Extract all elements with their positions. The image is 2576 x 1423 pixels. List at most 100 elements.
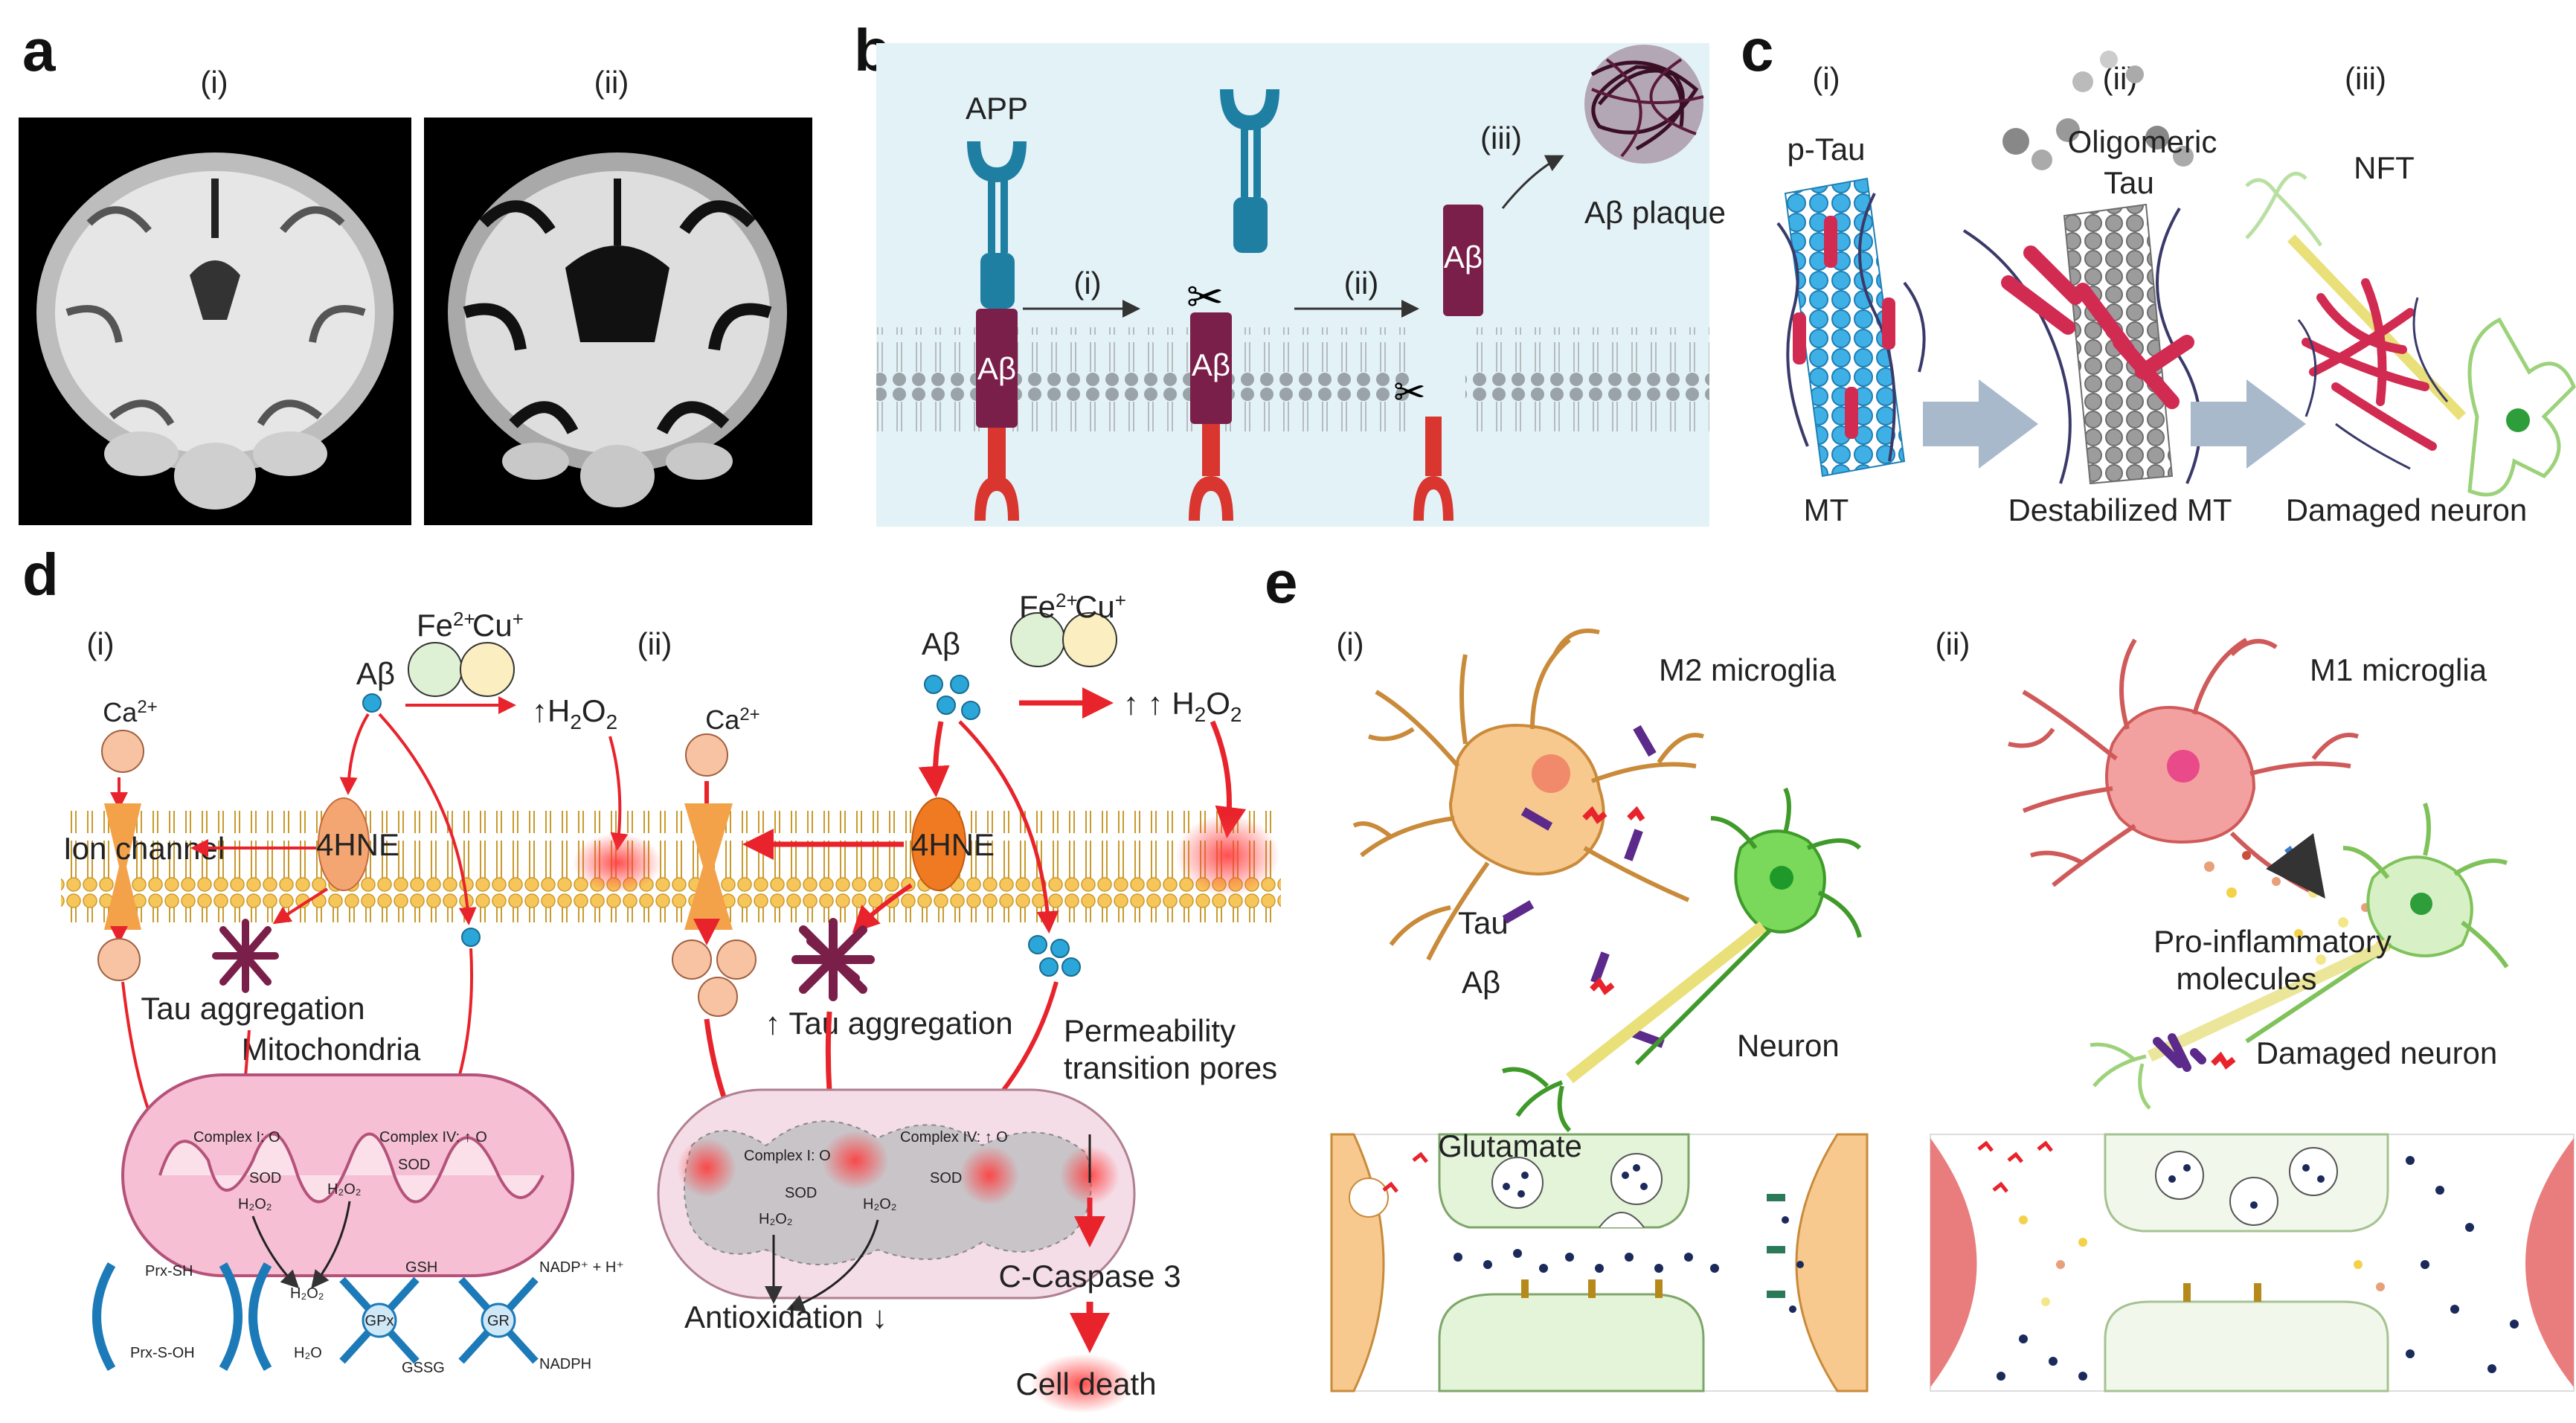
prxsh-label: Prx-SH (145, 1263, 193, 1279)
panel-d: d (i) (ii) Aβ Fe2+ Cu+ ↑H2O2 Ca2+ Ion ch… (22, 542, 1281, 1413)
hne-2 (911, 797, 966, 891)
step2-label: (ii) (1344, 266, 1379, 301)
permeability-label-2: transition pores (1064, 1050, 1277, 1085)
fe-ion (408, 642, 463, 697)
progression-arrow-2 (2191, 379, 2306, 469)
synapse-damaged (1930, 1133, 2575, 1393)
panel-c-letter: c (1741, 17, 1774, 83)
m1-microglia (2008, 637, 2359, 895)
prxsoh-label: Prx-S-OH (130, 1345, 195, 1361)
h2o-label: H₂O (294, 1345, 322, 1361)
hne-label-2: 4HNE (911, 827, 995, 862)
nadph-label: NADPH (539, 1356, 591, 1372)
tau-aggregate-2 (791, 918, 875, 1001)
mri-brain-atrophy (424, 118, 812, 525)
cu-label: Cu+ (472, 608, 524, 643)
caspase-label: C-Caspase 3 (998, 1259, 1181, 1294)
cell-membrane (61, 811, 1281, 922)
h2o2-mito-1: H₂O₂ (238, 1196, 272, 1212)
mitochondrion-healthy (121, 1073, 574, 1277)
aicd-fragment (1413, 417, 1454, 521)
cell-death-label: Cell death (1015, 1366, 1156, 1401)
microtubule-destabilized (1962, 203, 2202, 485)
h2o2-mito-4: H₂O₂ (863, 1196, 897, 1212)
abeta-label-3: Aβ (1444, 240, 1483, 274)
damaged-neuron-e (2090, 803, 2509, 1110)
step1-label: (i) (1073, 266, 1101, 301)
m2-microglia (1352, 629, 1704, 961)
panel-d-letter: d (22, 542, 59, 608)
gsh-label: GSH (405, 1259, 437, 1276)
panel-a-letter: a (22, 17, 56, 83)
oligomer-cloud (2002, 51, 2194, 170)
antioxidation-label: Antioxidation ↓ (684, 1300, 887, 1334)
synapse-healthy (1330, 1133, 1869, 1393)
h2o2-mito-3: H₂O₂ (759, 1211, 793, 1227)
cu-ion (460, 642, 515, 697)
panel-e-letter: e (1265, 549, 1298, 615)
panel-e-sub1: (i) (1336, 626, 1364, 661)
glutamate-label: Glutamate (1438, 1128, 1582, 1163)
mri-brain-normal (19, 118, 411, 525)
abeta-label-2: Aβ (1192, 347, 1230, 382)
abeta-label-d2: Aβ (922, 626, 960, 661)
inflammation-arrow (2266, 833, 2325, 899)
permeability-label-1: Permeability (1064, 1013, 1236, 1048)
h2o2-mito-2: H₂O₂ (327, 1181, 362, 1198)
app-label: APP (966, 91, 1028, 126)
neuron (1502, 787, 1862, 1133)
damaged-neuron-nft (2245, 171, 2576, 497)
oligomeric-label-1: Oligomeric (2068, 124, 2217, 159)
gssg-label: GSSG (402, 1360, 445, 1376)
ptau-label: p-Tau (1787, 132, 1865, 167)
panel-c-sub3: (iii) (2345, 61, 2386, 96)
oligomeric-label-2: Tau (2104, 165, 2154, 200)
panel-c: c (i) (ii) (iii) p-Tau MT (1741, 17, 2576, 527)
m2-label: M2 microglia (1659, 652, 1837, 687)
panel-e-sub2: (ii) (1936, 626, 1970, 661)
progression-arrow-1 (1923, 379, 2038, 469)
cu-label-2: Cu+ (1075, 589, 1126, 624)
ion-channel-1 (104, 803, 141, 930)
panel-a-sub1: (i) (200, 65, 228, 100)
panel-d-sub2: (ii) (637, 626, 672, 661)
gpx-label: GPx (365, 1313, 394, 1329)
h2o2-cycle: H₂O₂ (290, 1285, 324, 1302)
panel-d-sub1: (i) (86, 626, 114, 661)
fe-label-2: Fe2+ (1019, 589, 1078, 624)
free-abeta: Aβ (1443, 205, 1483, 316)
plaque-label: Aβ plaque (1584, 195, 1726, 230)
m1-label: M1 microglia (2310, 652, 2487, 687)
sod-label-1: SOD (249, 1170, 281, 1186)
sod-label-3: SOD (785, 1185, 817, 1201)
damaged-neuron-label-e: Damaged neuron (2256, 1035, 2498, 1070)
destabilized-label: Destabilized MT (2008, 492, 2232, 527)
tau-aggregation-label-2: ↑ Tau aggregation (765, 1006, 1012, 1041)
sod-label-2: SOD (398, 1157, 430, 1173)
panel-a: a (i) (ii) (19, 17, 812, 525)
abeta-plaque (1584, 45, 1704, 164)
proinflammatory-label-1: Pro-inflammatory (2153, 924, 2392, 959)
panel-a-sub2: (ii) (594, 65, 629, 100)
mitochondrion-damaged (657, 1088, 1136, 1300)
app-protein: Aβ (967, 141, 1027, 521)
mitochondria-label: Mitochondria (242, 1032, 421, 1067)
neuron-label: Neuron (1737, 1028, 1840, 1063)
tau-aggregation-label-1: Tau aggregation (141, 991, 364, 1026)
tau-fragments (1502, 725, 1665, 1048)
proinflammatory-label-2: molecules (2176, 961, 2316, 996)
panel-e: e (i) (ii) M2 microglia Tau Aβ (1265, 549, 2575, 1393)
mt-label: MT (1804, 492, 1849, 527)
panel-b: b APP Aβ (i) ✂ Aβ (854, 17, 1726, 527)
abeta-membrane-fragment: Aβ (1189, 312, 1233, 521)
abeta-label-d1: Aβ (356, 656, 395, 691)
abeta-label-1: Aβ (977, 351, 1016, 386)
tau-label-e: Tau (1458, 905, 1509, 940)
ca-label-2: Ca2+ (705, 704, 759, 735)
complex1-label-1: Complex I: O (193, 1129, 280, 1146)
sod-label-4: SOD (930, 1170, 962, 1186)
panel-c-sub1: (i) (1812, 61, 1840, 96)
damaged-neuron-label-c: Damaged neuron (2286, 492, 2528, 527)
microtubule-healthy (1776, 177, 1926, 478)
